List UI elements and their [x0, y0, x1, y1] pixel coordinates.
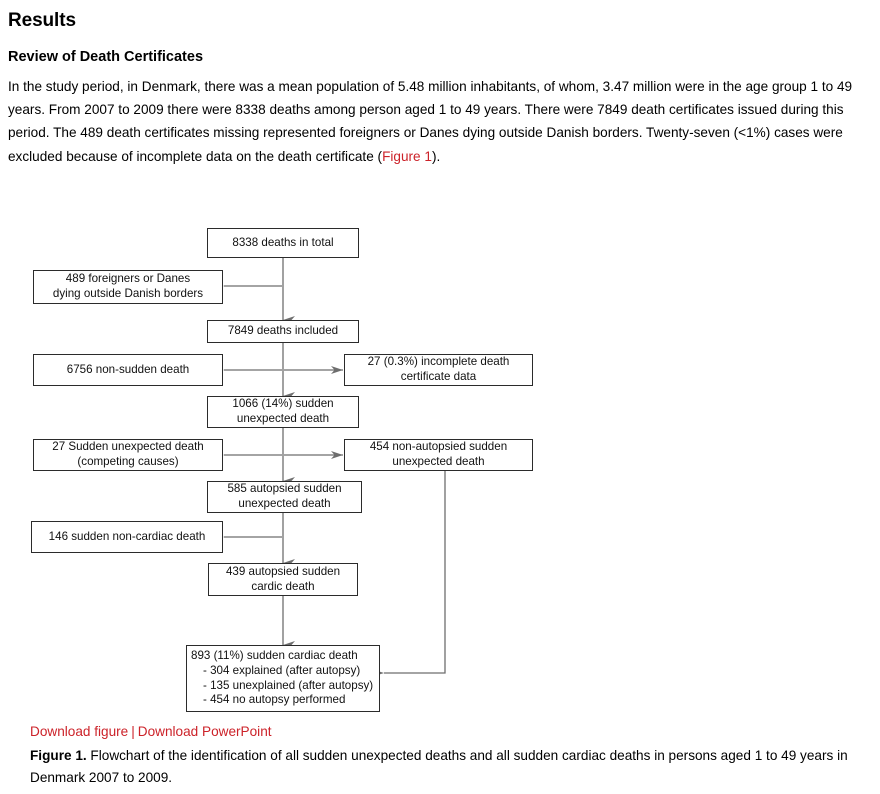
flow-node-autopsied-sudden-unexpected: 585 autopsied sudden unexpected death [207, 481, 362, 513]
flow-node-final-sudden-cardiac-death: 893 (11%) sudden cardiac death - 304 exp… [186, 645, 380, 712]
flow-node-line: 27 Sudden unexpected death [52, 440, 204, 454]
page-title: Results [8, 10, 76, 31]
article-body: Results Review of Death Certificates In … [8, 0, 872, 168]
figure-caption-text: Flowchart of the identification of all s… [30, 748, 848, 785]
paragraph-text-before-link: In the study period, in Denmark, there w… [8, 79, 853, 164]
flow-node-non-autopsied: 454 non-autopsied sudden unexpected deat… [344, 439, 533, 471]
flow-node-line: unexpected death [392, 455, 485, 468]
flow-node-line: 489 foreigners or Danes [65, 272, 191, 286]
download-powerpoint-link[interactable]: Download PowerPoint [137, 724, 272, 739]
flow-node-line: - 454 no autopsy performed [203, 693, 346, 707]
flow-node-line: 1066 (14%) sudden [232, 397, 334, 411]
flow-node-non-cardiac: 146 sudden non-cardiac death [31, 521, 223, 553]
flow-node-line: certificate data [400, 370, 477, 383]
flow-node-competing-causes: 27 Sudden unexpected death (competing ca… [33, 439, 223, 471]
paragraph-text-after-link: ). [431, 148, 441, 164]
flow-node-excluded-foreign: 489 foreigners or Danes dying outside Da… [33, 270, 223, 304]
flow-node-line: 585 autopsied sudden [227, 482, 342, 496]
link-separator: | [131, 724, 135, 739]
figure-caption: Figure 1. Flowchart of the identificatio… [30, 745, 860, 789]
figure-1-flowchart: 8338 deaths in total 489 foreigners or D… [0, 210, 880, 720]
figure-caption-label: Figure 1. [30, 748, 87, 763]
flow-node-incomplete: 27 (0.3%) incomplete death certificate d… [344, 354, 533, 386]
body-paragraph: In the study period, in Denmark, there w… [8, 75, 872, 168]
flow-node-sudden-unexpected: 1066 (14%) sudden unexpected death [207, 396, 359, 428]
flowchart-connectors [212, 257, 446, 677]
flow-node-line: 146 sudden non-cardiac death [48, 529, 206, 543]
flow-node-line: unexpected death [236, 412, 330, 425]
flow-node-line: 6756 non-sudden death [66, 362, 190, 376]
section-heading: Review of Death Certificates [8, 49, 204, 65]
figure-download-links: Download figure|Download PowerPoint [30, 722, 860, 741]
flow-node-line: dying outside Danish borders [52, 287, 204, 300]
flow-node-line: unexpected death [238, 497, 331, 510]
flow-node-autopsied-cardiac: 439 autopsied sudden cardic death [208, 563, 358, 596]
flow-node-line: 8338 deaths in total [232, 235, 334, 249]
flow-node-line: 439 autopsied sudden [225, 564, 341, 578]
flow-node-non-sudden: 6756 non-sudden death [33, 354, 223, 386]
flow-node-line: 7849 deaths included [227, 324, 339, 338]
figure-caption-block: Download figure|Download PowerPoint Figu… [30, 722, 860, 789]
flow-node-line: - 135 unexplained (after autopsy) [203, 678, 374, 692]
flow-node-line: 454 non-autopsied sudden [369, 440, 508, 454]
download-figure-link[interactable]: Download figure [30, 724, 129, 739]
flow-node-total: 8338 deaths in total [207, 228, 359, 258]
flow-node-line: - 304 explained (after autopsy) [203, 663, 361, 677]
flow-node-line: (competing causes) [77, 455, 179, 468]
flow-node-line: cardic death [251, 579, 315, 593]
flow-node-line: 893 (11%) sudden cardiac death [191, 649, 358, 663]
flow-node-included: 7849 deaths included [207, 320, 359, 343]
flow-node-line: 27 (0.3%) incomplete death [367, 355, 510, 369]
figure-1-link[interactable]: Figure 1 [382, 148, 432, 164]
